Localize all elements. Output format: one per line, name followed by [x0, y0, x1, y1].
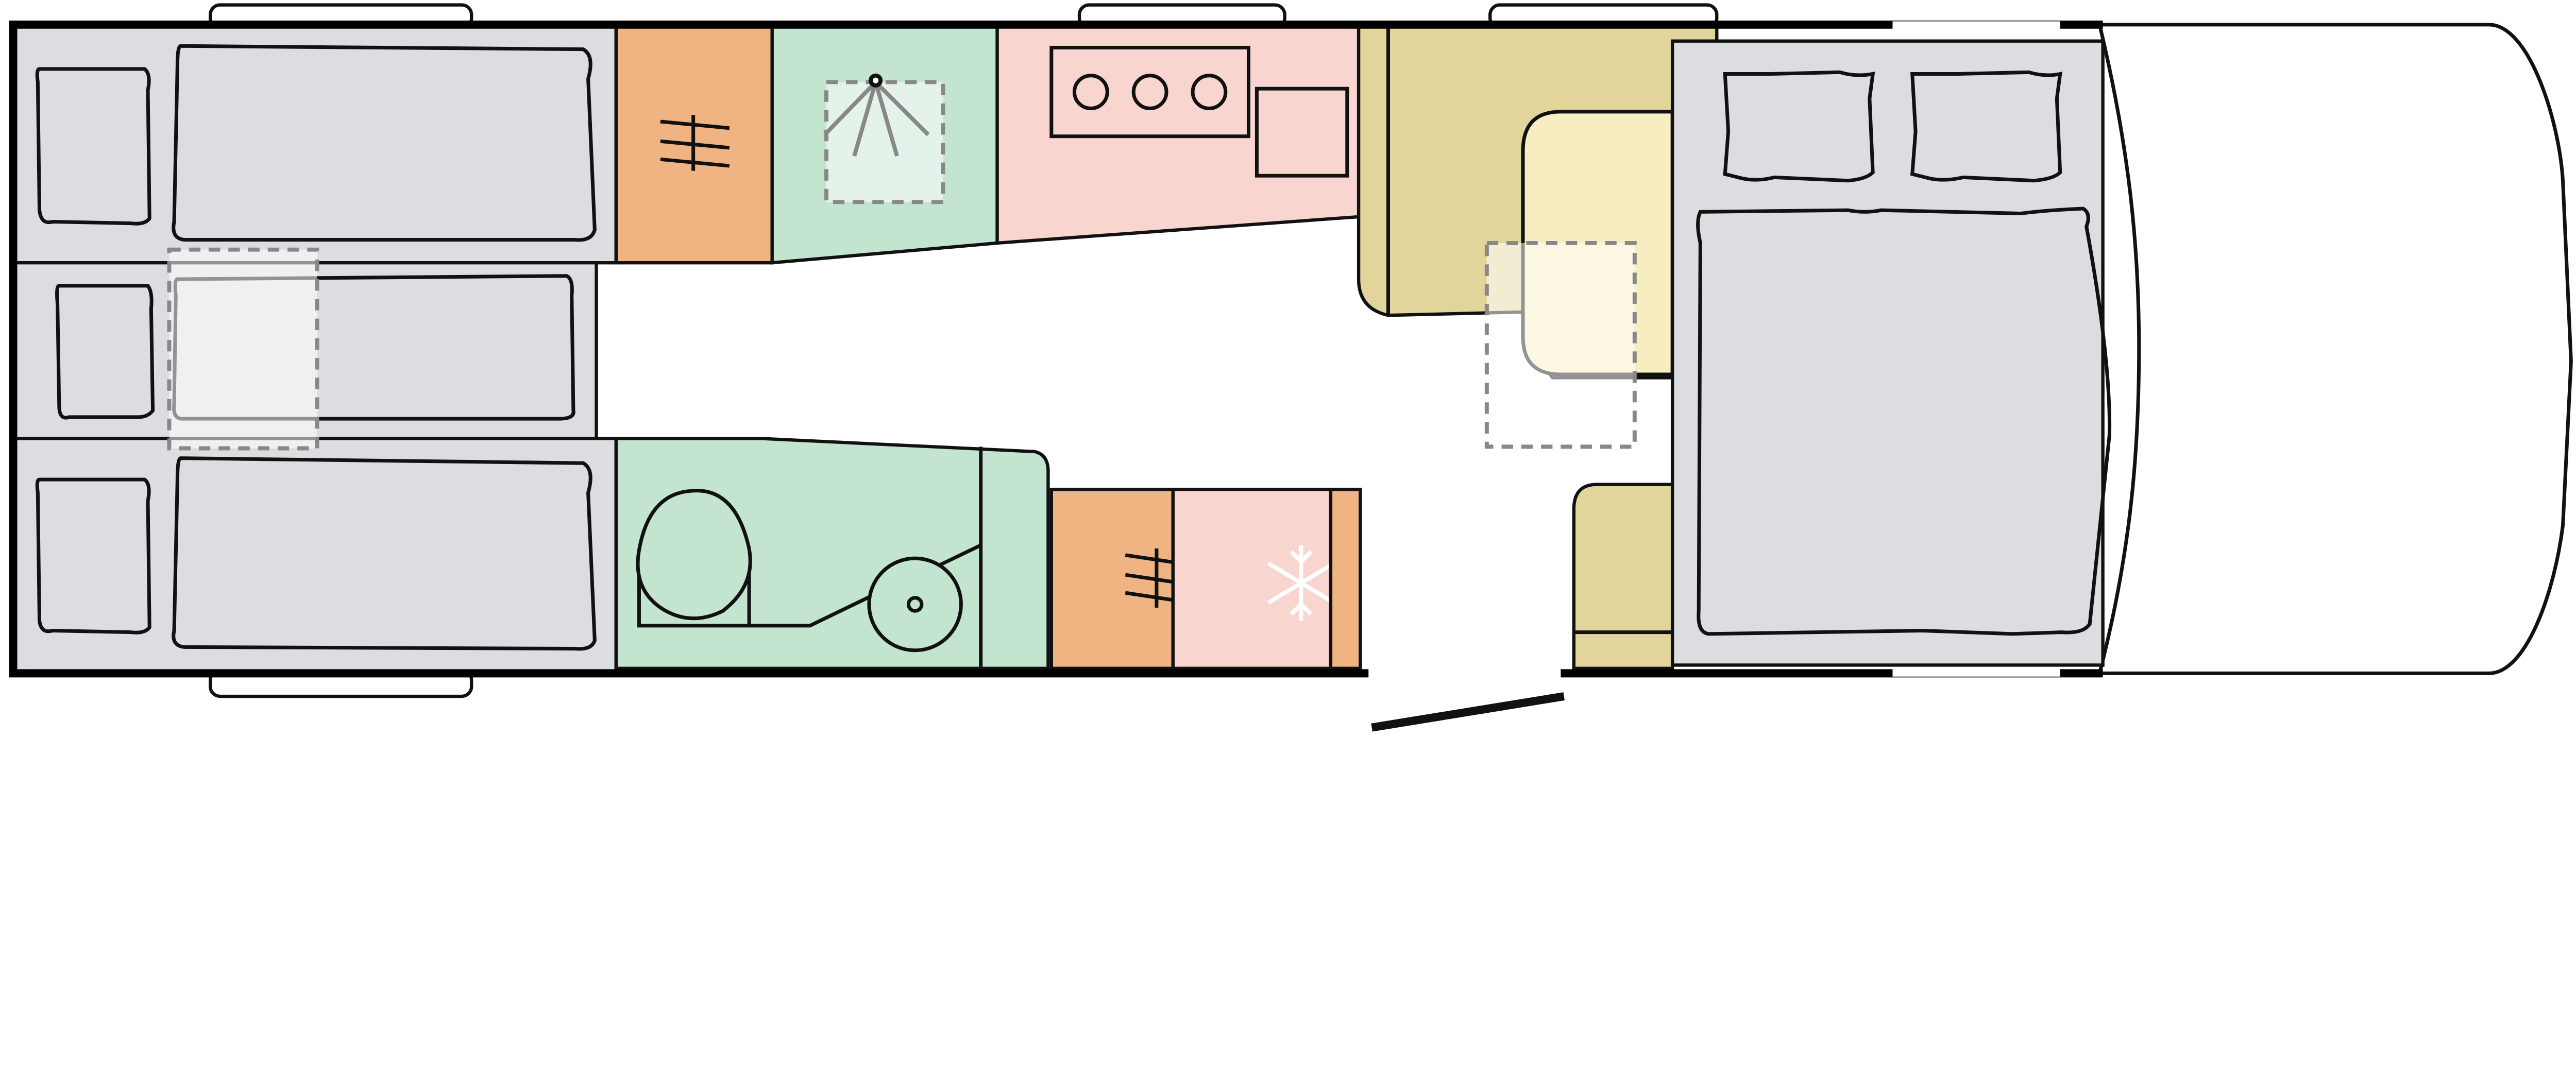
mattress	[172, 456, 597, 651]
entry-door[interactable]	[1371, 692, 1565, 732]
cab-partition	[2097, 24, 2141, 674]
mattress	[172, 44, 597, 242]
pillow-icon	[1910, 70, 2062, 183]
entry-bench	[1572, 483, 1674, 671]
outer-wall	[9, 20, 2103, 678]
skylight	[1484, 241, 1637, 449]
shower-icon	[823, 73, 930, 157]
bed-top	[11, 23, 618, 265]
skylight	[824, 80, 945, 204]
window	[1892, 668, 2060, 677]
hob-icon	[1049, 45, 1250, 139]
bed-bottom	[11, 437, 618, 675]
wardrobe-icon	[1125, 548, 1192, 608]
pillow-icon	[35, 477, 151, 634]
pillow-icon	[1723, 70, 1875, 183]
double-bed	[1670, 39, 2105, 667]
floor-plan	[9, 3, 2573, 732]
skylight	[167, 247, 319, 451]
mattress	[1696, 207, 2112, 636]
pillow-icon	[55, 284, 155, 420]
snowflake-icon	[1267, 545, 1335, 621]
wardrobe-icon	[660, 115, 730, 171]
pillow-icon	[35, 67, 151, 226]
toilet-icon	[636, 489, 916, 628]
sink-icon	[1255, 87, 1349, 178]
bunk-beds	[11, 23, 618, 675]
window	[1892, 21, 2060, 30]
sink-icon	[867, 543, 982, 653]
cab	[2103, 23, 2573, 675]
cabinet	[1329, 488, 1362, 671]
